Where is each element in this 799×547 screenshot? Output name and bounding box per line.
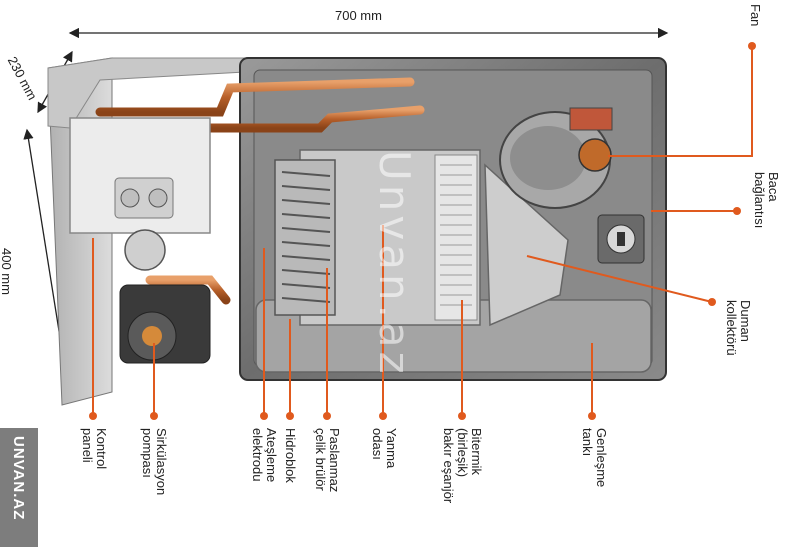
leader-dots <box>89 42 756 420</box>
burner-blades <box>281 171 331 303</box>
label-hidroblok: Hidroblok <box>283 428 298 483</box>
exchanger-fins <box>440 164 472 306</box>
control-panel <box>69 117 211 234</box>
watermark-side-bar <box>0 428 38 547</box>
top-bracket <box>47 57 246 129</box>
watermark-side-text: UNVAN.AZ <box>10 436 27 521</box>
smoke-collector <box>484 163 569 327</box>
circulation-pump <box>119 229 211 364</box>
copper-heat-exchanger <box>434 154 478 321</box>
flue-connection <box>597 214 645 264</box>
leader-lines <box>92 48 753 414</box>
watermark-center: Unvan.az <box>370 150 419 378</box>
copper-pipes <box>95 77 475 335</box>
dimension-width-label: 700 mm <box>335 8 382 23</box>
fan <box>499 107 613 209</box>
label-fan: Fan <box>748 4 763 27</box>
label-bitermik: Bitermik(birleşik)bakır eşanjör <box>441 428 484 504</box>
dimension-height-label: 400 mm <box>0 248 14 295</box>
